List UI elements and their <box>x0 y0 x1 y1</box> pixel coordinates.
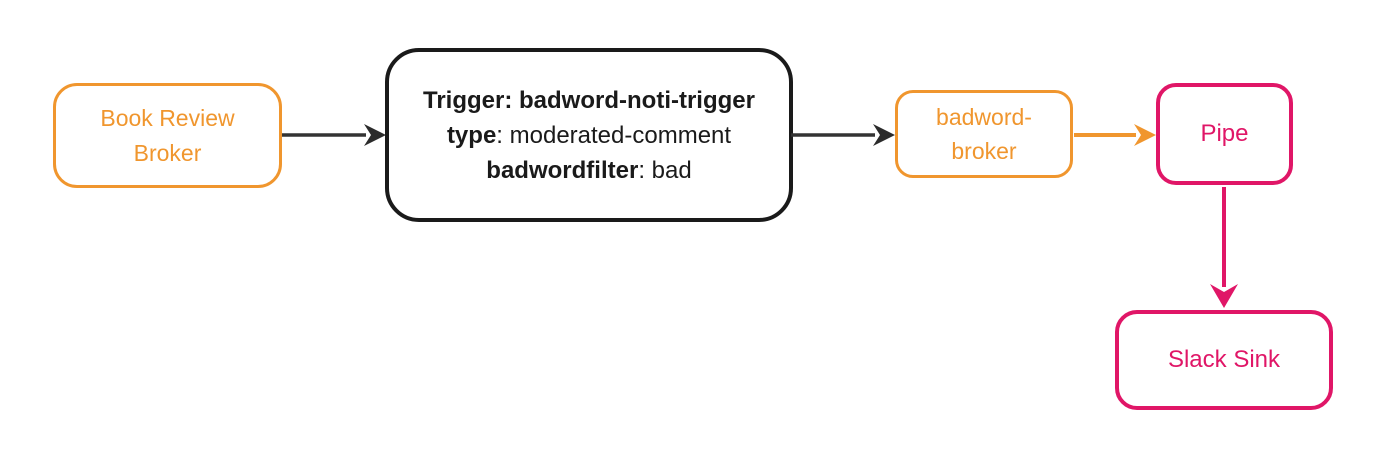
trigger-filter-key: badwordfilter <box>486 156 639 184</box>
trigger-filter-value: : bad <box>638 156 692 184</box>
arrowhead-right-icon <box>1134 124 1156 146</box>
arrowhead-down-icon <box>1210 284 1238 308</box>
arrow-trigger-to-badword-broker <box>791 124 895 146</box>
node-book-review-broker: Book Review Broker <box>53 83 282 188</box>
node-badword-broker-label: badword-broker <box>936 104 1032 164</box>
arrow-book-review-broker-to-trigger <box>282 124 386 146</box>
trigger-name: Trigger: badword-noti-trigger <box>423 86 755 114</box>
node-book-review-broker-label: Book Review Broker <box>100 104 235 166</box>
node-slack-sink-label: Slack Sink <box>1167 346 1281 373</box>
node-trigger: Trigger: badword-noti-trigger type: mode… <box>385 48 793 222</box>
trigger-type-value: : moderated-comment <box>496 121 732 149</box>
trigger-type-key: type <box>446 121 497 149</box>
node-badword-broker: badword-broker <box>895 90 1073 178</box>
trigger-line-3: badwordfilter: bad <box>486 153 691 188</box>
node-slack-sink: Slack Sink <box>1115 310 1333 410</box>
node-pipe: Pipe <box>1156 83 1293 185</box>
arrow-pipe-to-slack-sink <box>1210 187 1238 308</box>
trigger-line-2: type: moderated-comment <box>447 118 731 153</box>
node-pipe-label: Pipe <box>1200 120 1249 147</box>
arrowhead-right-icon <box>873 124 895 146</box>
arrow-badword-broker-to-pipe <box>1074 124 1156 146</box>
trigger-line-1: Trigger: badword-noti-trigger <box>423 83 755 118</box>
arrowhead-right-icon <box>364 124 386 146</box>
